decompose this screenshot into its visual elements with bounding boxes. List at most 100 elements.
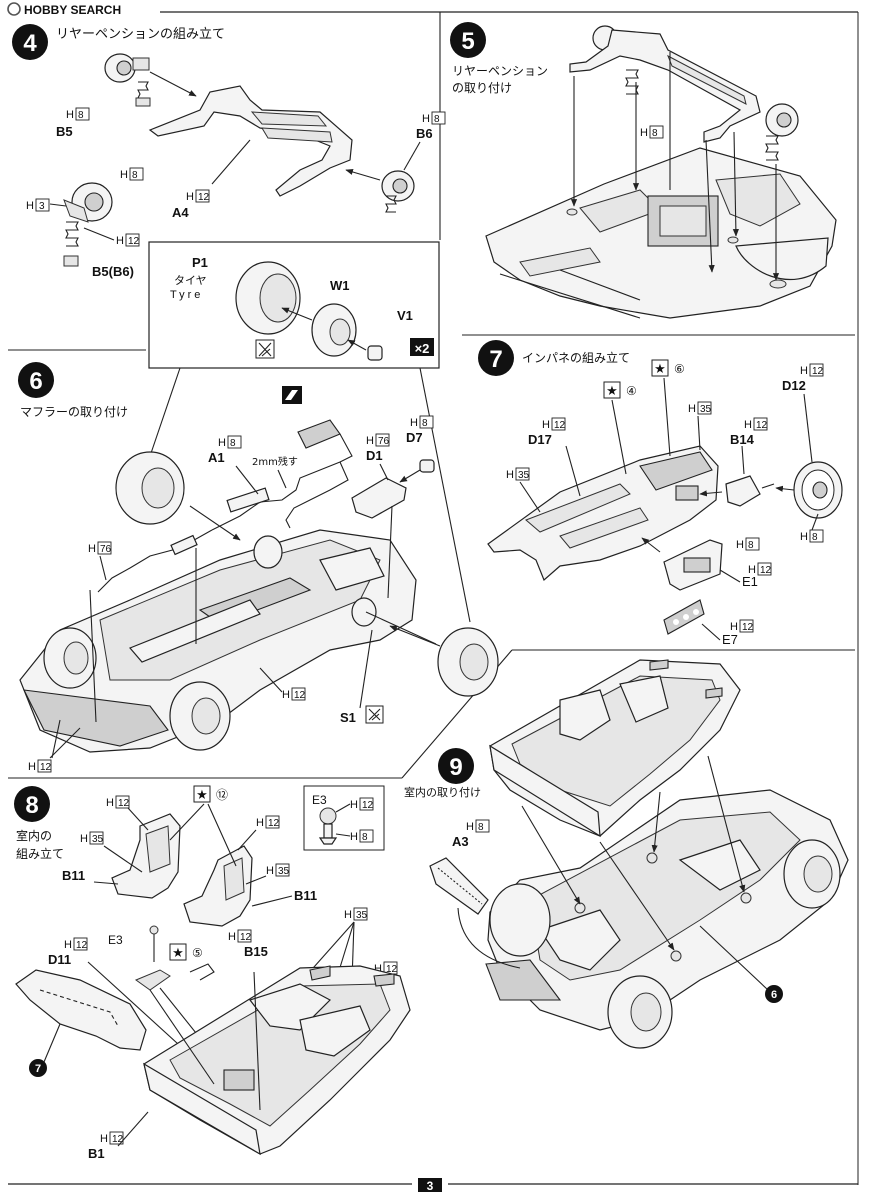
part-label-d7: D7 (406, 430, 423, 445)
svg-text:H: H (66, 109, 74, 121)
svg-text:H: H (466, 821, 474, 833)
dashboard-d11 (15, 969, 147, 1051)
svg-text:H: H (800, 365, 808, 377)
svg-text:H: H (422, 113, 430, 125)
part-label-a1: A1 (208, 450, 225, 465)
svg-text:H: H (744, 419, 752, 431)
svg-text:★: ★ (606, 383, 618, 398)
seat-right-b11 (183, 845, 253, 927)
svg-text:3: 3 (39, 201, 45, 212)
part-label-v1: V1 (397, 308, 413, 323)
ref-6-badge (765, 985, 783, 1003)
step-title: 室内の取り付け (404, 785, 481, 799)
part-label-e3: E3 (108, 933, 123, 947)
svg-text:H: H (88, 543, 96, 555)
step-title-line1: 室内の (16, 828, 52, 843)
svg-text:④: ④ (626, 384, 637, 398)
svg-text:12: 12 (760, 565, 772, 576)
step-6-badge (18, 362, 54, 398)
svg-text:8: 8 (478, 822, 484, 833)
svg-text:12: 12 (812, 366, 824, 377)
step-9-badge (438, 748, 474, 784)
page-number: 3 (427, 1179, 434, 1193)
svg-text:6: 6 (771, 989, 777, 1001)
star-marker-12: ★ ⑫ (193, 785, 228, 803)
logo-text: HOBBY SEARCH (24, 3, 121, 17)
svg-text:H: H (350, 831, 358, 843)
svg-text:H: H (218, 437, 226, 449)
rear-frame-a4 (148, 85, 353, 197)
svg-text:35: 35 (700, 404, 712, 415)
step-number: 4 (23, 30, 37, 57)
step-number: 5 (461, 28, 474, 55)
svg-text:12: 12 (76, 940, 88, 951)
svg-text:H: H (748, 564, 756, 576)
note-2mm: 2mm残す (252, 455, 298, 468)
svg-text:H: H (506, 469, 514, 481)
panel-e7 (663, 599, 705, 635)
svg-text:H: H (228, 931, 236, 943)
svg-text:12: 12 (118, 798, 130, 809)
paint-brush-icon (365, 705, 384, 724)
svg-text:H: H (106, 797, 114, 809)
wheel-inset-box: P1 タイヤ Tyre W1 V1 ×2 (148, 241, 440, 369)
paint-brush-icon (255, 339, 275, 359)
wheel-left (115, 451, 185, 525)
page-number-badge (418, 1178, 442, 1192)
star-marker-6: ★ ⑥ (651, 359, 685, 377)
part-label-b11-left: B11 (62, 868, 85, 883)
step-title-line2: の取り付け (452, 81, 512, 95)
quantity-text: ×2 (415, 341, 430, 356)
steering-wheel-d12 (793, 461, 843, 519)
step-title: インパネの組み立て (522, 350, 630, 365)
part-label-s1: S1 (340, 710, 356, 725)
svg-text:12: 12 (268, 818, 280, 829)
muffler-exhaust (97, 419, 353, 593)
part-label-b14: B14 (730, 432, 755, 447)
part-label-b11-right: B11 (294, 888, 317, 903)
hub-detail (63, 182, 113, 267)
bracket-part (134, 969, 171, 991)
part-label-b5b6: B5(B6) (92, 264, 134, 279)
svg-text:H: H (282, 689, 290, 701)
svg-text:H: H (266, 865, 274, 877)
svg-text:12: 12 (386, 964, 398, 975)
instrument-panel (487, 445, 719, 582)
step-4-badge (12, 24, 48, 60)
svg-text:H: H (350, 799, 358, 811)
tyre-label-en: Tyre (170, 289, 203, 301)
svg-text:12: 12 (362, 800, 374, 811)
step-number: 6 (29, 368, 42, 395)
part-label-e3-inset: E3 (312, 793, 327, 807)
svg-text:★: ★ (654, 361, 666, 376)
chassis-main (19, 529, 417, 753)
svg-text:H: H (344, 909, 352, 921)
part-label-d11: D11 (48, 952, 71, 967)
part-label-d1: D1 (366, 448, 383, 463)
svg-text:H: H (640, 127, 648, 139)
quantity-badge (410, 338, 434, 356)
svg-text:H: H (28, 761, 36, 773)
svg-text:★: ★ (172, 945, 184, 960)
svg-text:35: 35 (356, 910, 368, 921)
part-label-b1: B1 (88, 1146, 105, 1161)
svg-text:H: H (100, 1133, 108, 1145)
svg-text:8: 8 (132, 170, 138, 181)
svg-text:7: 7 (35, 1063, 41, 1075)
tyre-label-jp: タイヤ (174, 274, 207, 287)
hub-b5 (104, 53, 151, 107)
part-label-p1: P1 (192, 255, 208, 270)
ref-7-badge (29, 1059, 47, 1077)
svg-text:12: 12 (240, 932, 252, 943)
svg-text:H: H (736, 539, 744, 551)
svg-text:35: 35 (92, 834, 104, 845)
step-number: 7 (489, 346, 502, 373)
tip-d7 (419, 459, 435, 473)
part-label-a3: A3 (452, 834, 469, 849)
step-5-badge (450, 22, 486, 58)
svg-text:H: H (116, 235, 124, 247)
step-5: 5 リヤーペンション の取り付け (450, 22, 837, 319)
